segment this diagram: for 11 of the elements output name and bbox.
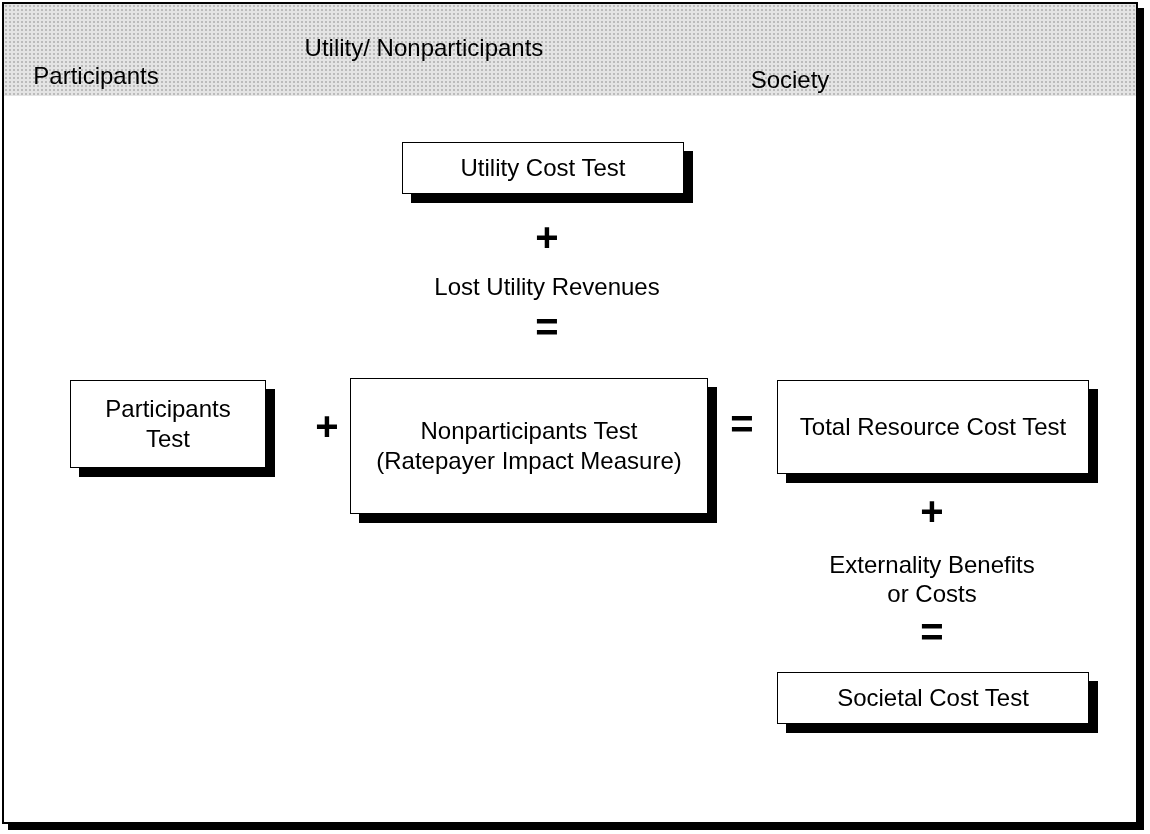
operator-symbol: = [919, 609, 945, 656]
operator-symbol: = [534, 304, 560, 351]
operator-symbol: + [919, 488, 945, 535]
operator-symbol: + [534, 214, 560, 261]
text-label: Lost Utility Revenues [433, 272, 661, 302]
text-label: Externality Benefits or Costs [828, 551, 1036, 609]
operator-symbol: = [729, 401, 755, 448]
operator-symbol: + [314, 403, 340, 450]
text-label: Participants [32, 61, 160, 91]
text-label: Society [749, 65, 831, 95]
text-label: Utility/ Nonparticipants [304, 33, 544, 63]
